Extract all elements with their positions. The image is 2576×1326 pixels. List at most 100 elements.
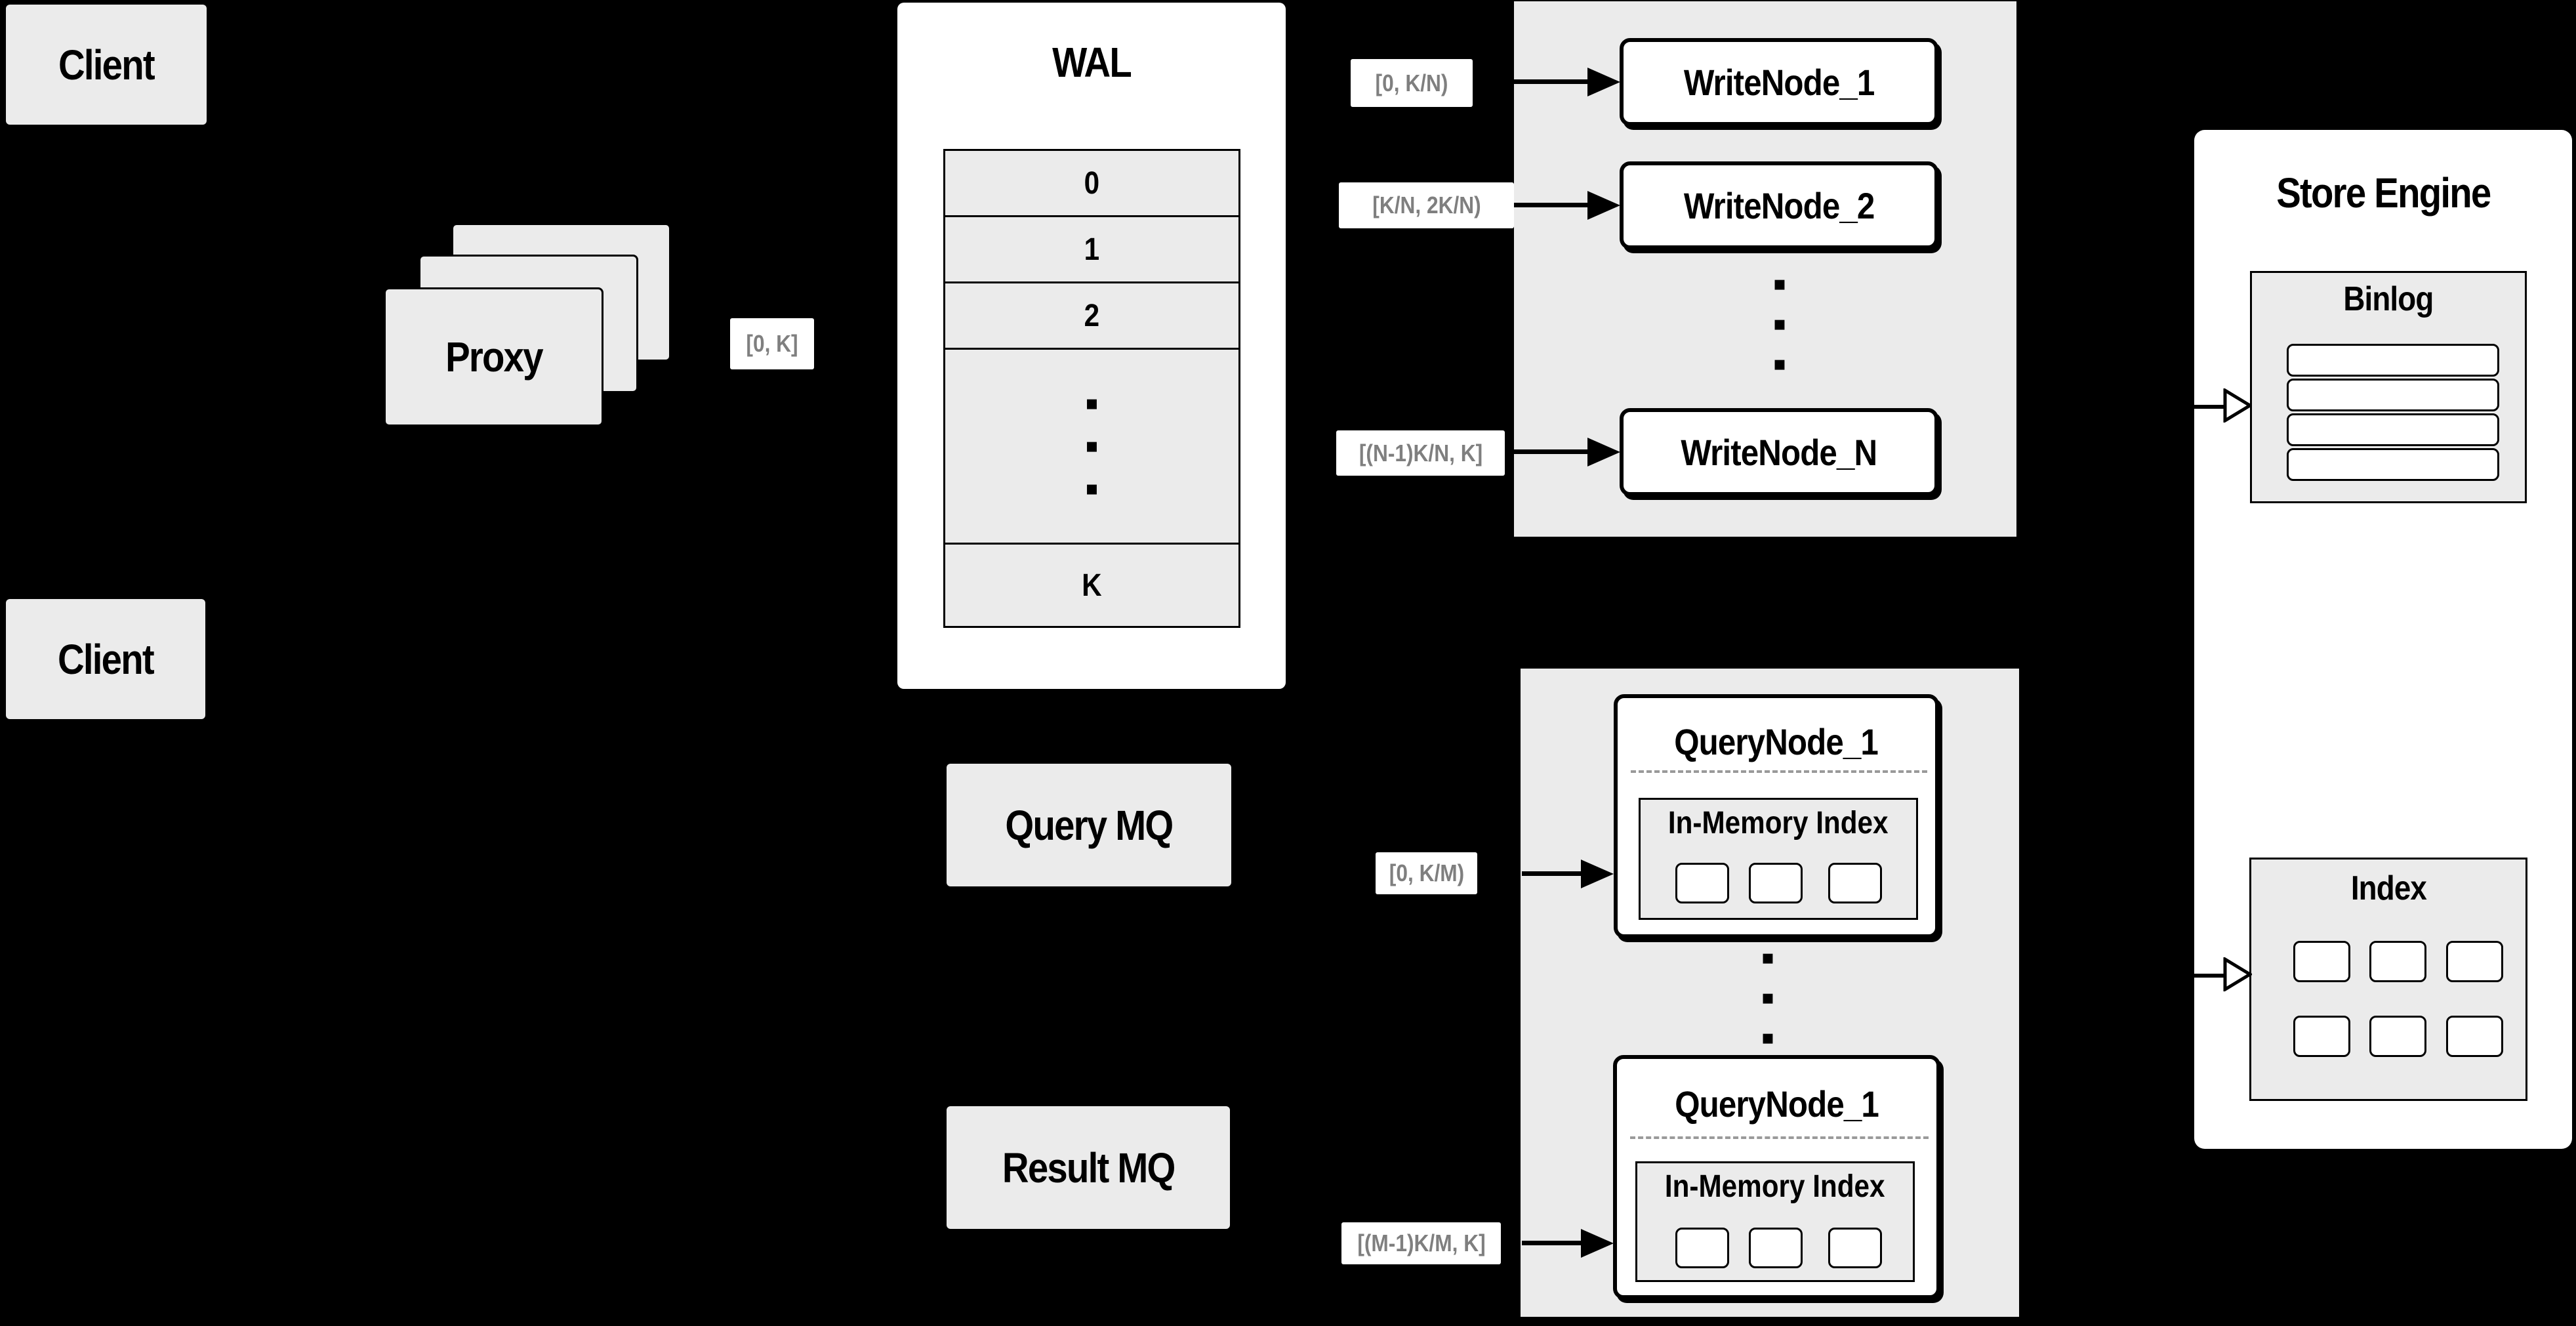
index-segment-cell: [1675, 863, 1729, 903]
arrow-line-query-node-m: [1522, 1241, 1581, 1245]
ellipsis-dot: ▪: [1085, 477, 1099, 500]
range-label-proxy-out: [0, K]: [730, 318, 814, 369]
range-write-node-2-text: [K/N, 2K/N): [1372, 192, 1481, 218]
range-label-query-node-1: [0, K/M): [1376, 852, 1477, 894]
arrowhead-write-node-n: [1587, 438, 1620, 466]
store-engine-title-row: Store Engine: [2194, 168, 2572, 218]
ellipsis-dot: ▪: [1772, 352, 1787, 375]
query-node-bottom-title-row: QueryNode_1: [1617, 1079, 1936, 1129]
arrowhead-query-node-m: [1581, 1229, 1614, 1258]
wal-row-1: 1: [945, 217, 1238, 283]
in-memory-index-top-title-row: In-Memory Index: [1641, 804, 1916, 842]
range-label-write-node-n: [(N-1)K/N, K]: [1336, 430, 1505, 476]
store-index-label: Index: [2350, 869, 2426, 907]
arrowhead-query-node-1: [1581, 860, 1614, 888]
store-index-cell: [2446, 941, 2503, 982]
ellipsis-dot: ▪: [1085, 392, 1099, 415]
wal-segment-table: 0 1 2 ▪ ▪ ▪ K: [943, 149, 1240, 628]
query-node-bottom-box: QueryNode_1 In-Memory Index: [1613, 1055, 1940, 1299]
wal-row-2: 2: [945, 283, 1238, 350]
client-top-label: Client: [58, 41, 155, 89]
index-segment-cell: [1749, 863, 1803, 903]
wal-row-2-label: 2: [1084, 298, 1100, 333]
binlog-row: [2287, 413, 2499, 446]
wal-title-row: WAL: [897, 38, 1286, 87]
wal-row-0-label: 0: [1084, 165, 1100, 201]
binlog-title-row: Binlog: [2252, 278, 2525, 320]
proxy-card-front: Proxy: [384, 287, 603, 426]
arrow-line-store-index: [2194, 974, 2224, 978]
query-node-top-box: QueryNode_1 In-Memory Index: [1614, 694, 1939, 938]
in-memory-index-bottom-label: In-Memory Index: [1665, 1169, 1885, 1204]
query-node-top-title: QueryNode_1: [1674, 720, 1879, 762]
store-index-cell: [2446, 1016, 2503, 1057]
range-write-node-n-text: [(N-1)K/N, K]: [1359, 439, 1482, 466]
store-index-cell: [2369, 1016, 2426, 1057]
write-node-n-box: WriteNode_N: [1620, 408, 1938, 496]
client-box-bottom: Client: [6, 599, 205, 719]
open-arrowhead-binlog: [2223, 388, 2252, 423]
query-node-top-divider: [1631, 770, 1927, 773]
store-index-title-row: Index: [2251, 867, 2525, 909]
in-memory-index-top-box: In-Memory Index: [1639, 798, 1918, 920]
query-mq-box: Query MQ: [947, 764, 1231, 886]
proxy-label: Proxy: [445, 333, 543, 381]
store-engine-title: Store Engine: [2276, 169, 2491, 217]
query-node-bottom-divider: [1630, 1136, 1929, 1139]
write-node-vertical-ellipsis: ▪ ▪ ▪: [1764, 274, 1795, 374]
index-segment-cell: [1828, 1228, 1882, 1268]
in-memory-index-bottom-title-row: In-Memory Index: [1637, 1167, 1913, 1205]
query-mq-label: Query MQ: [1005, 801, 1174, 849]
result-mq-box: Result MQ: [947, 1106, 1230, 1229]
binlog-row: [2287, 379, 2499, 411]
write-node-2-box: WriteNode_2: [1620, 161, 1938, 249]
wal-row-k-label: K: [1082, 568, 1102, 603]
range-query-node-1-text: [0, K/M): [1389, 860, 1464, 886]
ellipsis-dot: ▪: [1761, 946, 1775, 969]
range-proxy-out-text: [0, K]: [746, 330, 798, 357]
store-index-box: Index: [2249, 858, 2527, 1101]
range-label-write-node-2: [K/N, 2K/N): [1339, 182, 1514, 228]
in-memory-index-top-label: In-Memory Index: [1668, 805, 1889, 840]
in-memory-index-bottom-box: In-Memory Index: [1635, 1161, 1915, 1282]
wal-row-0: 0: [945, 151, 1238, 217]
write-node-1-label: WriteNode_1: [1683, 61, 1875, 103]
binlog-box: Binlog: [2250, 271, 2527, 503]
query-node-top-title-row: QueryNode_1: [1618, 716, 1935, 766]
arrow-line-binlog: [2194, 405, 2224, 409]
client-bottom-label: Client: [58, 635, 155, 683]
arrow-line-write-node-1: [1514, 79, 1587, 84]
client-box-top: Client: [6, 5, 207, 125]
arrowhead-write-node-2: [1587, 191, 1620, 220]
range-query-node-m-text: [(M-1)K/M, K]: [1357, 1230, 1486, 1256]
store-engine-panel: Store Engine Binlog Index: [2194, 130, 2572, 1149]
write-node-2-label: WriteNode_2: [1683, 184, 1875, 226]
binlog-row: [2287, 344, 2499, 377]
binlog-row: [2287, 448, 2499, 481]
binlog-label: Binlog: [2343, 280, 2434, 318]
query-node-vertical-ellipsis: ▪ ▪ ▪: [1752, 948, 1784, 1048]
arrowhead-write-node-1: [1587, 68, 1620, 96]
wal-title: WAL: [1052, 39, 1132, 86]
write-node-1-box: WriteNode_1: [1620, 38, 1938, 126]
write-node-n-label: WriteNode_N: [1681, 431, 1878, 473]
query-node-bottom-title: QueryNode_1: [1675, 1083, 1879, 1125]
open-arrowhead-store-index: [2223, 957, 2252, 991]
store-index-cell: [2293, 941, 2350, 982]
index-segment-cell: [1749, 1228, 1803, 1268]
arrow-line-query-node-1: [1522, 871, 1581, 876]
ellipsis-dot: ▪: [1772, 312, 1787, 335]
arrow-line-write-node-n: [1514, 449, 1587, 454]
wal-row-1-label: 1: [1084, 232, 1100, 267]
range-label-write-node-1: [0, K/N): [1351, 59, 1473, 107]
store-index-cell: [2369, 941, 2426, 982]
index-segment-cell: [1828, 863, 1882, 903]
wal-panel: WAL 0 1 2 ▪ ▪ ▪ K: [897, 3, 1286, 689]
ellipsis-dot: ▪: [1761, 986, 1775, 1009]
store-index-cell: [2293, 1016, 2350, 1057]
range-label-query-node-m: [(M-1)K/M, K]: [1341, 1222, 1501, 1264]
result-mq-label: Result MQ: [1002, 1144, 1176, 1191]
range-write-node-1-text: [0, K/N): [1375, 69, 1448, 96]
ellipsis-dot: ▪: [1085, 434, 1099, 457]
